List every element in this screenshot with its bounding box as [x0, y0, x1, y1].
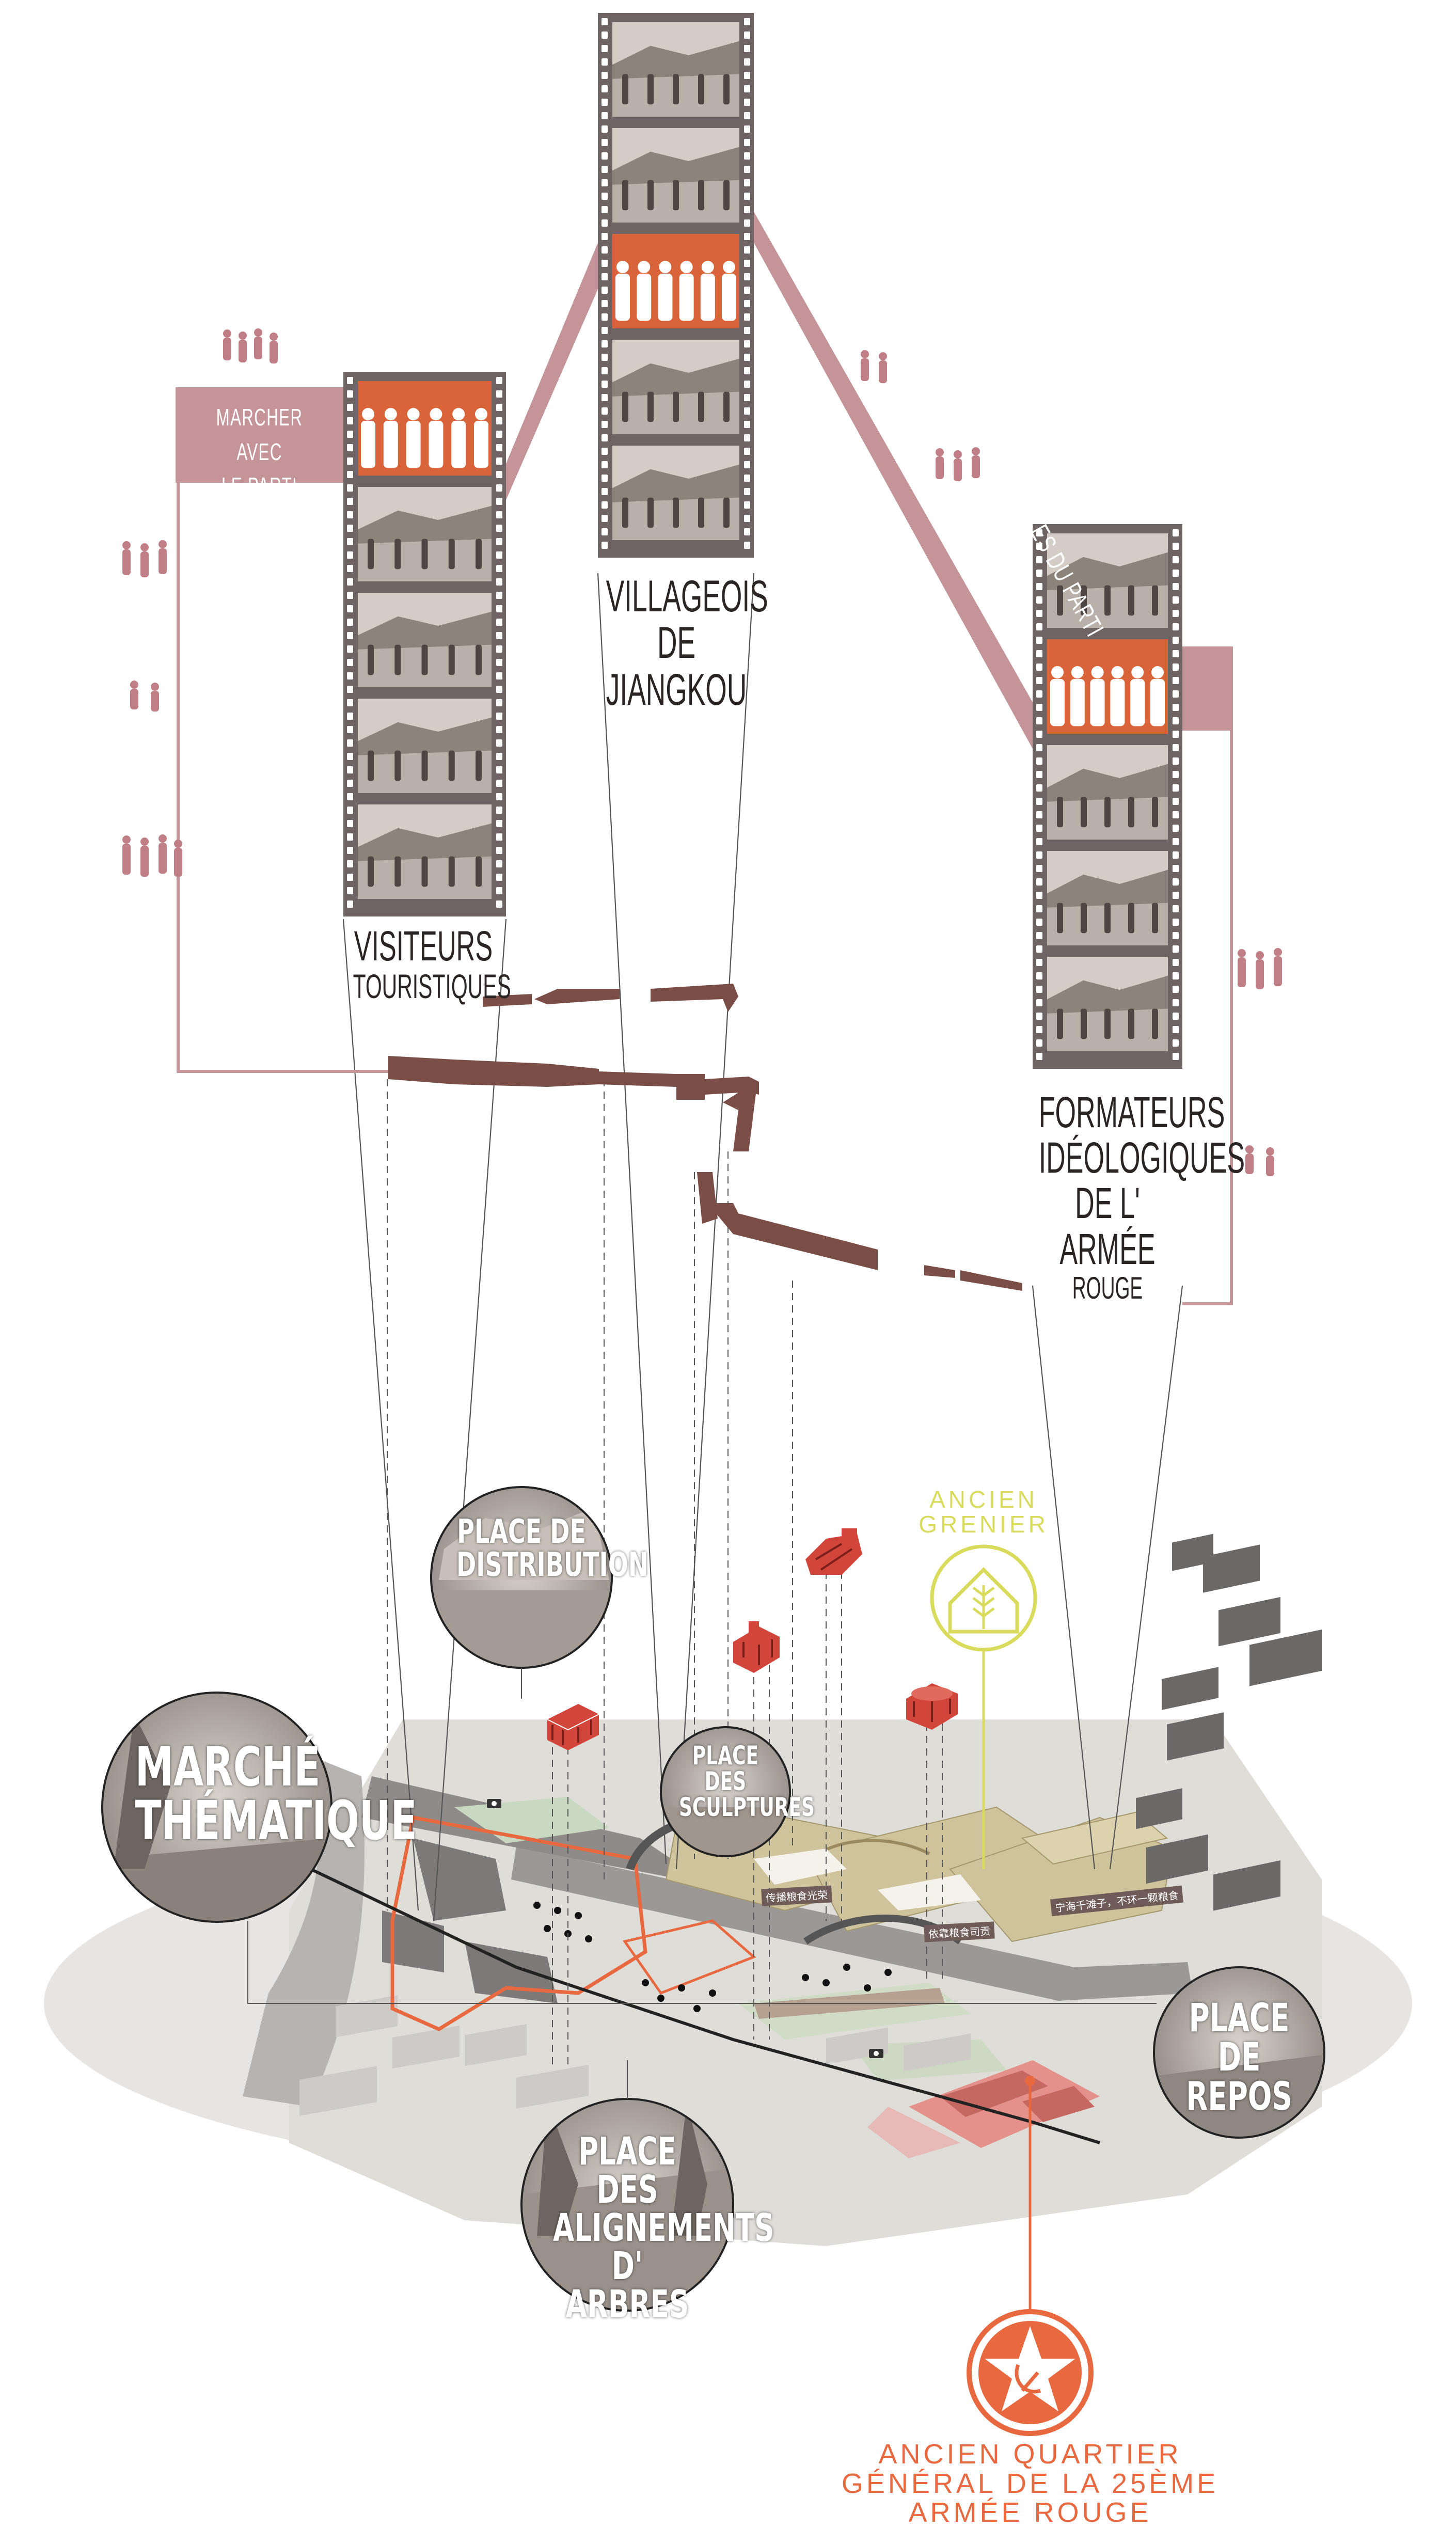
label-line: SCULPTURES: [679, 1794, 772, 1820]
label-line: D' ARBRES: [553, 2247, 702, 2324]
film-strip: [343, 372, 506, 917]
film-frame: [612, 340, 739, 434]
label-grenier: ANCIEN GRENIER: [901, 1487, 1066, 1537]
place-sculptures-label: PLACE DES SCULPTURES: [679, 1743, 772, 1820]
label-line: DE L' ARMÉE: [1039, 1180, 1177, 1271]
label-line: GÉNÉRAL DE LA 25ÈME: [785, 2469, 1275, 2499]
label-formateurs: FORMATEURS IDÉOLOGIQUES DE L' ARMÉE ROUG…: [1039, 1089, 1177, 1304]
wall-segments: [388, 984, 1022, 1291]
film-frame: [358, 487, 492, 581]
film-frame: [612, 446, 739, 540]
label-line: MARCHÉ: [135, 1740, 299, 1794]
band-line: MARCHER AVEC: [202, 400, 316, 469]
film-strip: [1033, 524, 1182, 1069]
wheat-house-icon: [932, 1546, 1035, 1650]
band-line: LE PARTI: [202, 469, 316, 503]
label-line: GRENIER: [901, 1512, 1066, 1537]
place-alignements-label: PLACE DES ALIGNEMENTS D' ARBRES: [553, 2132, 702, 2324]
label-villageois: VILLAGEOIS DE JIANGKOU: [606, 573, 747, 713]
film-frame: [612, 22, 739, 117]
label-line: ROUGE: [1039, 1272, 1177, 1304]
film-frame: [358, 699, 492, 793]
film-frame: [1047, 957, 1168, 1051]
label-line: VISITEURS: [353, 924, 494, 969]
film-frame: [1047, 639, 1168, 734]
film-frame: [612, 128, 739, 223]
place-marche-label: MARCHÉ THÉMATIQUE: [135, 1740, 299, 1847]
label-line: ALIGNEMENTS: [553, 2209, 702, 2247]
label-line: DISTRIBUTION: [456, 1549, 587, 1582]
label-line: PLACE DE: [456, 1515, 587, 1549]
label-line: IDÉOLOGIQUES: [1039, 1135, 1177, 1180]
label-line: TOURISTIQUES: [353, 969, 494, 1004]
label-line: THÉMATIQUE: [135, 1794, 299, 1847]
label-line: PLACE DES: [679, 1743, 772, 1794]
film-frame: [612, 234, 739, 328]
label-line: REPOS: [1180, 2077, 1299, 2116]
film-frame: [1047, 851, 1168, 945]
label-line: PLACE DES: [553, 2132, 702, 2209]
film-frame: [358, 381, 492, 476]
red-star-icon: [969, 2312, 1091, 2434]
label-line: ARMÉE ROUGE: [785, 2498, 1275, 2527]
label-line: VILLAGEOIS: [606, 573, 747, 620]
film-frame: [1047, 745, 1168, 840]
film-strip: [598, 13, 754, 558]
label-visiteurs: VISITEURS TOURISTIQUES: [353, 924, 494, 1004]
film-frame: [358, 804, 492, 899]
band-marcher-parti: MARCHER AVEC LE PARTI: [202, 400, 316, 503]
label-line: PLACE DE: [1180, 1998, 1299, 2077]
label-quartier-general: ANCIEN QUARTIER GÉNÉRAL DE LA 25ÈME ARMÉ…: [785, 2440, 1275, 2527]
label-line: ANCIEN: [901, 1487, 1066, 1512]
place-distribution-label: PLACE DE DISTRIBUTION: [456, 1515, 587, 1582]
label-line: ANCIEN QUARTIER: [785, 2440, 1275, 2469]
label-line: JIANGKOU: [606, 667, 747, 713]
label-line: DE: [606, 620, 747, 666]
place-repos-label: PLACE DE REPOS: [1180, 1998, 1299, 2116]
film-frame: [358, 593, 492, 687]
label-line: FORMATEURS: [1039, 1089, 1177, 1135]
